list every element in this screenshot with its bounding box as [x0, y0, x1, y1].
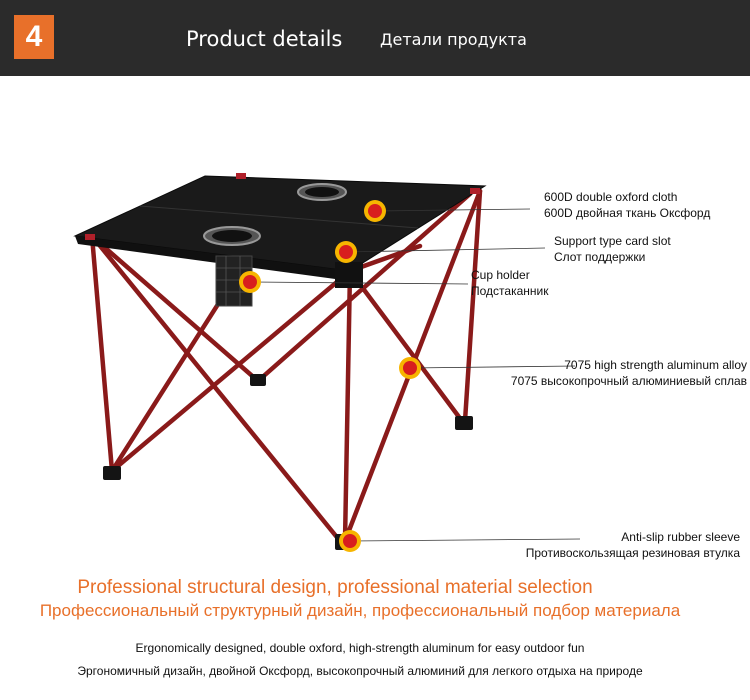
table-seam — [139, 205, 419, 229]
callout-label-en: Anti-slip rubber sleeve — [621, 530, 740, 544]
step-number-badge: 4 — [14, 15, 54, 59]
table-top-edge — [75, 236, 350, 281]
headline-ru: Профессиональный структурный дизайн, про… — [39, 601, 681, 620]
marker-card-slot — [335, 241, 357, 263]
callout-label-ru: Противоскользящая резиновая втулка — [525, 546, 740, 560]
callout-markers — [239, 200, 421, 552]
cup-holder-left — [203, 226, 261, 307]
description-en: Ergonomically designed, double oxford, h… — [135, 641, 585, 655]
callout-lines — [249, 208, 581, 542]
callout-label-ru: 600D двойная ткань Оксфорд — [544, 206, 711, 220]
callout-label-ru: 7075 высокопрочный алюминиевый сплав — [510, 374, 747, 388]
callout-rubber-sleeve: Anti-slip rubber sleeve Противоскользяща… — [488, 529, 740, 561]
callout-label-en: Support type card slot — [554, 234, 671, 248]
callout-label-en: 600D double oxford cloth — [544, 190, 678, 204]
callout-cup-holder: Cup holder Подстаканник — [471, 267, 548, 299]
callout-label-ru: Слот поддержки — [554, 250, 646, 264]
headline-en: Professional structural design, professi… — [77, 577, 593, 598]
header-bar: 4 Product details Детали продукта — [0, 0, 750, 76]
callout-aluminum-alloy: 7075 high strength aluminum alloy 7075 в… — [495, 357, 747, 389]
callout-label-en: 7075 high strength aluminum alloy — [564, 358, 747, 372]
callout-oxford-cloth: 600D double oxford cloth 600D двойная тк… — [544, 189, 710, 221]
section-title-en: Product details — [186, 27, 343, 51]
cup-holder-right — [297, 183, 347, 201]
description-ru: Эргономичный дизайн, двойной Оксфорд, вы… — [77, 664, 643, 678]
callout-label-ru: Подстаканник — [471, 284, 549, 298]
card-slot — [335, 262, 363, 288]
marker-cup-holder — [239, 271, 261, 293]
section-title-ru: Детали продукта — [380, 30, 527, 49]
callout-label-en: Cup holder — [471, 268, 530, 282]
marker-oxford-cloth — [364, 200, 386, 222]
callout-card-slot: Support type card slot Слот поддержки — [554, 233, 671, 265]
corner-caps — [85, 173, 480, 240]
table-top — [73, 175, 487, 272]
marker-rubber-sleeve — [339, 530, 361, 552]
folding-table-illustration — [73, 173, 581, 552]
marker-aluminum-alloy — [399, 357, 421, 379]
